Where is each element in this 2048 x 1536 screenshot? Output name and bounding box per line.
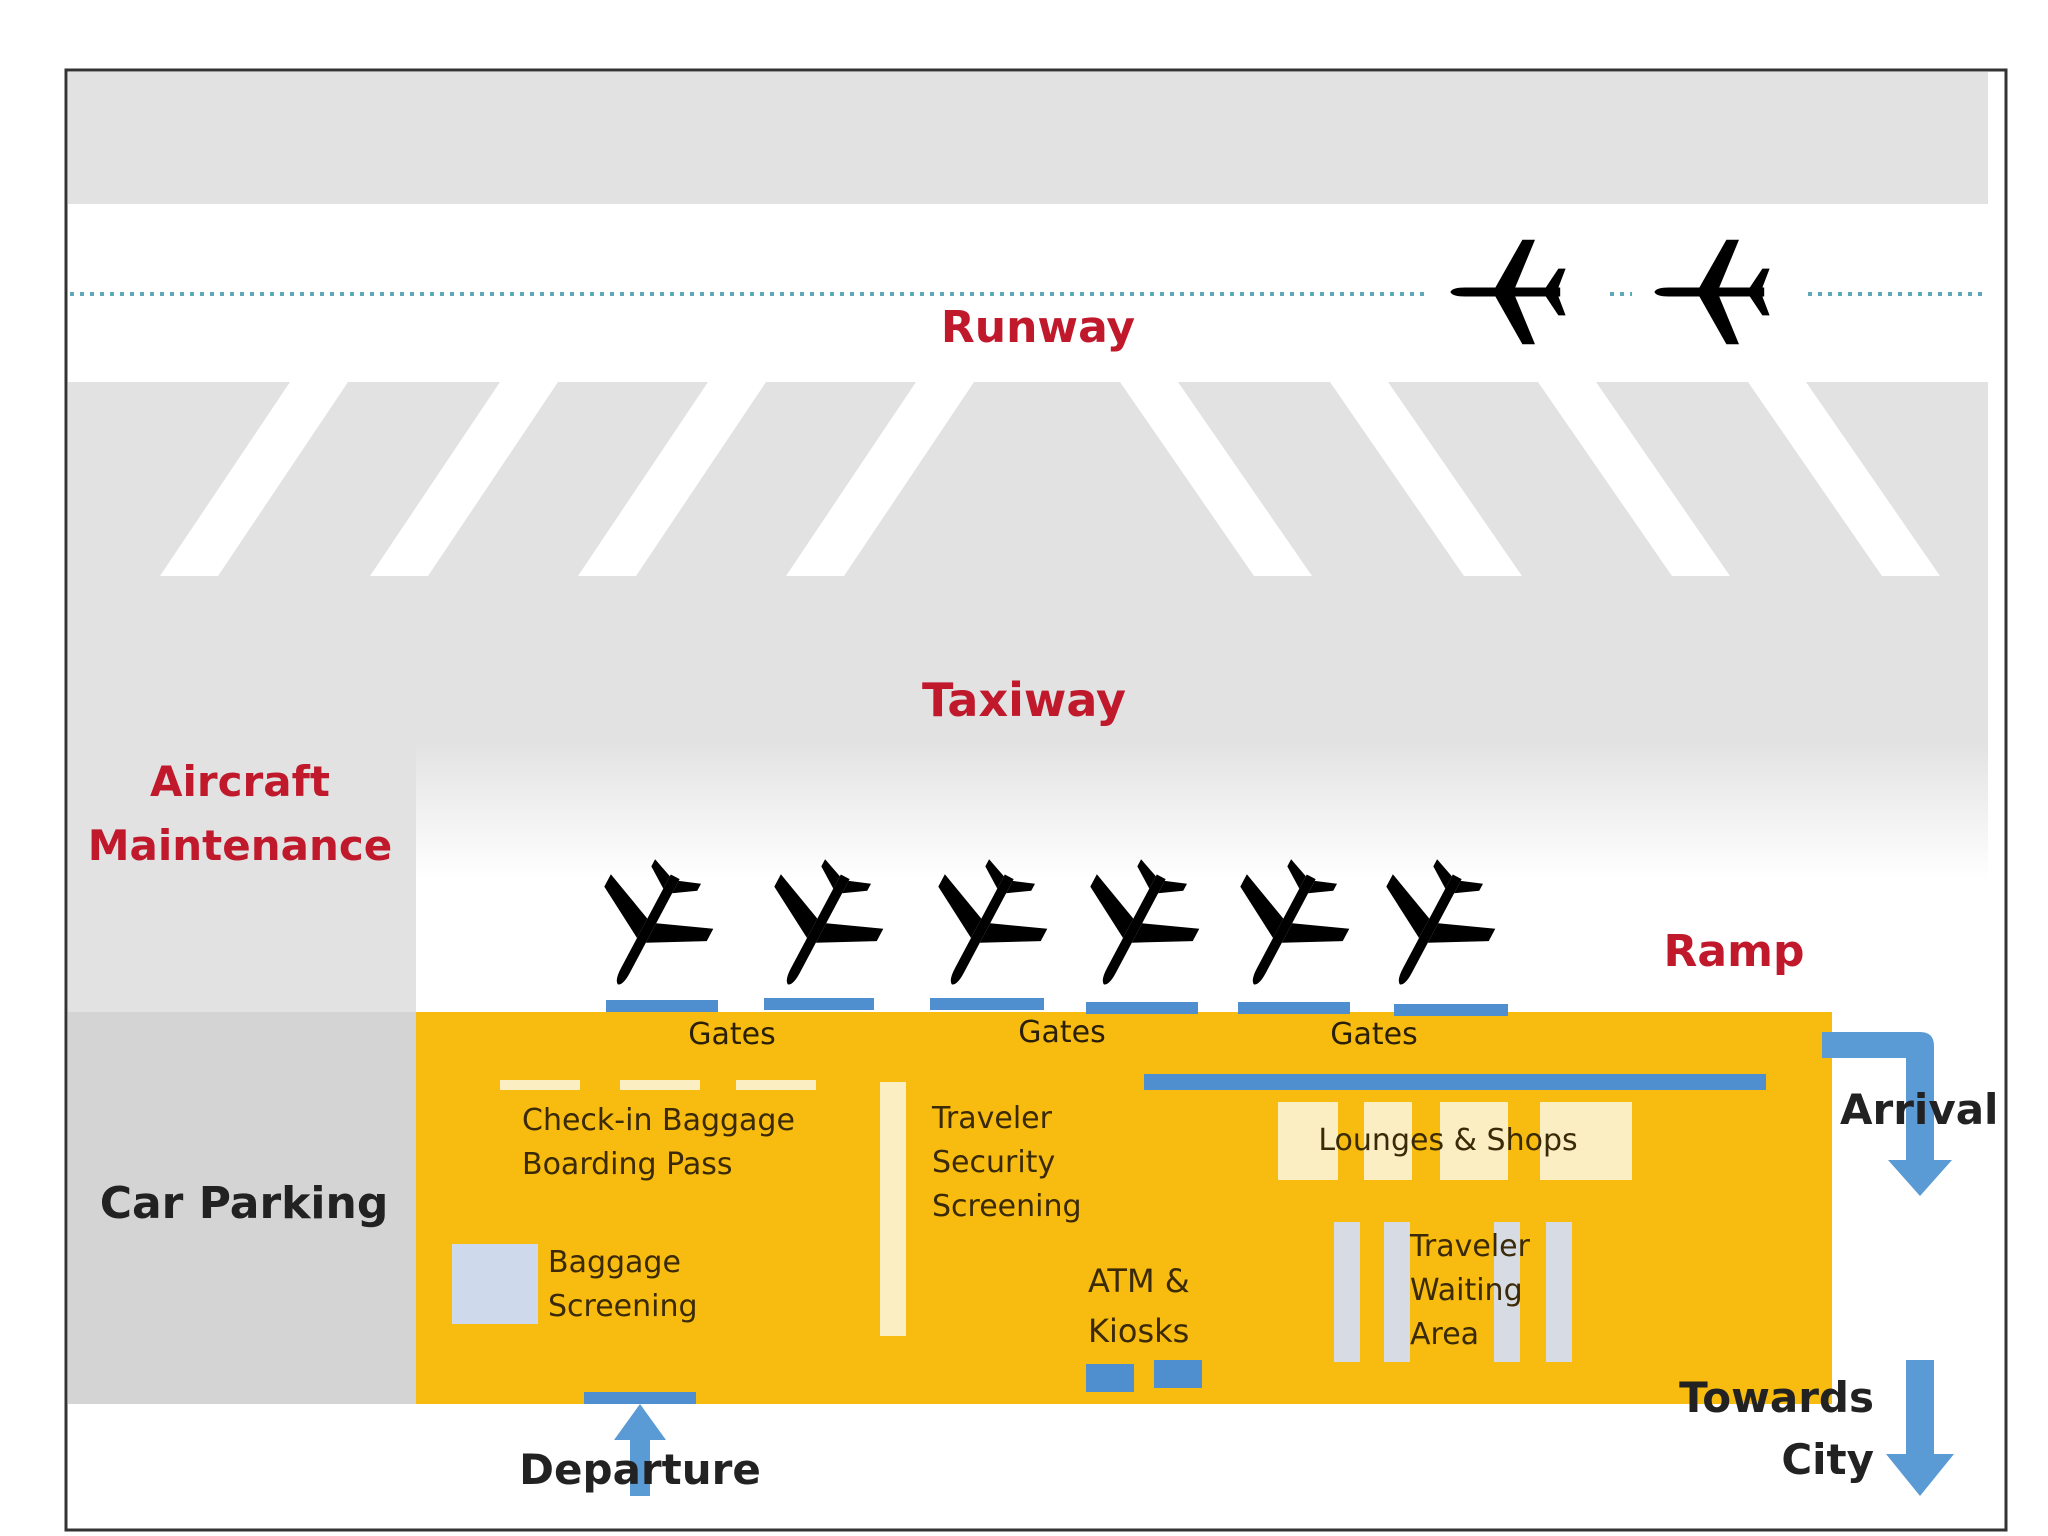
aircraft-maintenance-label-1: Aircraft — [150, 757, 330, 806]
aircraft-maintenance-label-2: Maintenance — [88, 821, 393, 870]
baggage-screening-label-2: Screening — [548, 1289, 698, 1324]
baggage-screening-box — [452, 1244, 538, 1324]
security-divider — [880, 1082, 906, 1336]
taxiway-label: Taxiway — [922, 673, 1126, 727]
ramp-label: Ramp — [1664, 926, 1805, 977]
towards-city-label-2: City — [1781, 1435, 1874, 1484]
baggage-screening-label-1: Baggage — [548, 1245, 681, 1280]
departure-label: Departure — [519, 1445, 761, 1494]
departure-bar — [584, 1392, 696, 1404]
waiting-area-label-2: Waiting — [1410, 1273, 1523, 1308]
gates-label-1: Gates — [688, 1017, 775, 1052]
taxiway-pavement — [68, 382, 1988, 1012]
waiting-area-label-1: Traveler — [1409, 1229, 1531, 1264]
gates-label-3: Gates — [1330, 1017, 1417, 1052]
arrival-arrow-icon — [1822, 1032, 1952, 1196]
towards-city-arrow-icon — [1886, 1360, 1954, 1496]
security-label-2: Security — [932, 1145, 1055, 1180]
taxiway-stripes-left — [160, 382, 974, 576]
lounges-panels — [1278, 1102, 1632, 1180]
departure-arrow-icon — [614, 1404, 666, 1496]
runway-label: Runway — [941, 302, 1135, 353]
checkin-counters — [500, 1080, 816, 1090]
concourse-bar — [1144, 1074, 1766, 1090]
lounges-shops-label: Lounges & Shops — [1318, 1123, 1577, 1158]
checkin-label-2: Boarding Pass — [522, 1147, 732, 1182]
gate-bars — [606, 998, 1508, 1016]
gates-label-2: Gates — [1018, 1015, 1105, 1050]
arrival-label: Arrival — [1840, 1085, 1998, 1134]
security-label-3: Screening — [932, 1189, 1082, 1224]
atm-label-1: ATM & — [1088, 1262, 1190, 1300]
checkin-label-1: Check-in Baggage — [522, 1103, 795, 1138]
ramp-gradient — [416, 740, 1988, 880]
taxiway-stripes-right — [1120, 382, 1940, 576]
atm-label-2: Kiosks — [1088, 1312, 1189, 1350]
car-parking-area — [68, 1012, 416, 1404]
upper-pavement — [68, 72, 1988, 204]
waiting-area-pillars — [1334, 1222, 1572, 1362]
waiting-area-label-3: Area — [1410, 1317, 1479, 1352]
towards-city-label-1: Towards — [1679, 1373, 1874, 1422]
car-parking-label: Car Parking — [100, 1178, 389, 1229]
atm-kiosks — [1086, 1360, 1202, 1392]
security-label-1: Traveler — [931, 1101, 1053, 1136]
